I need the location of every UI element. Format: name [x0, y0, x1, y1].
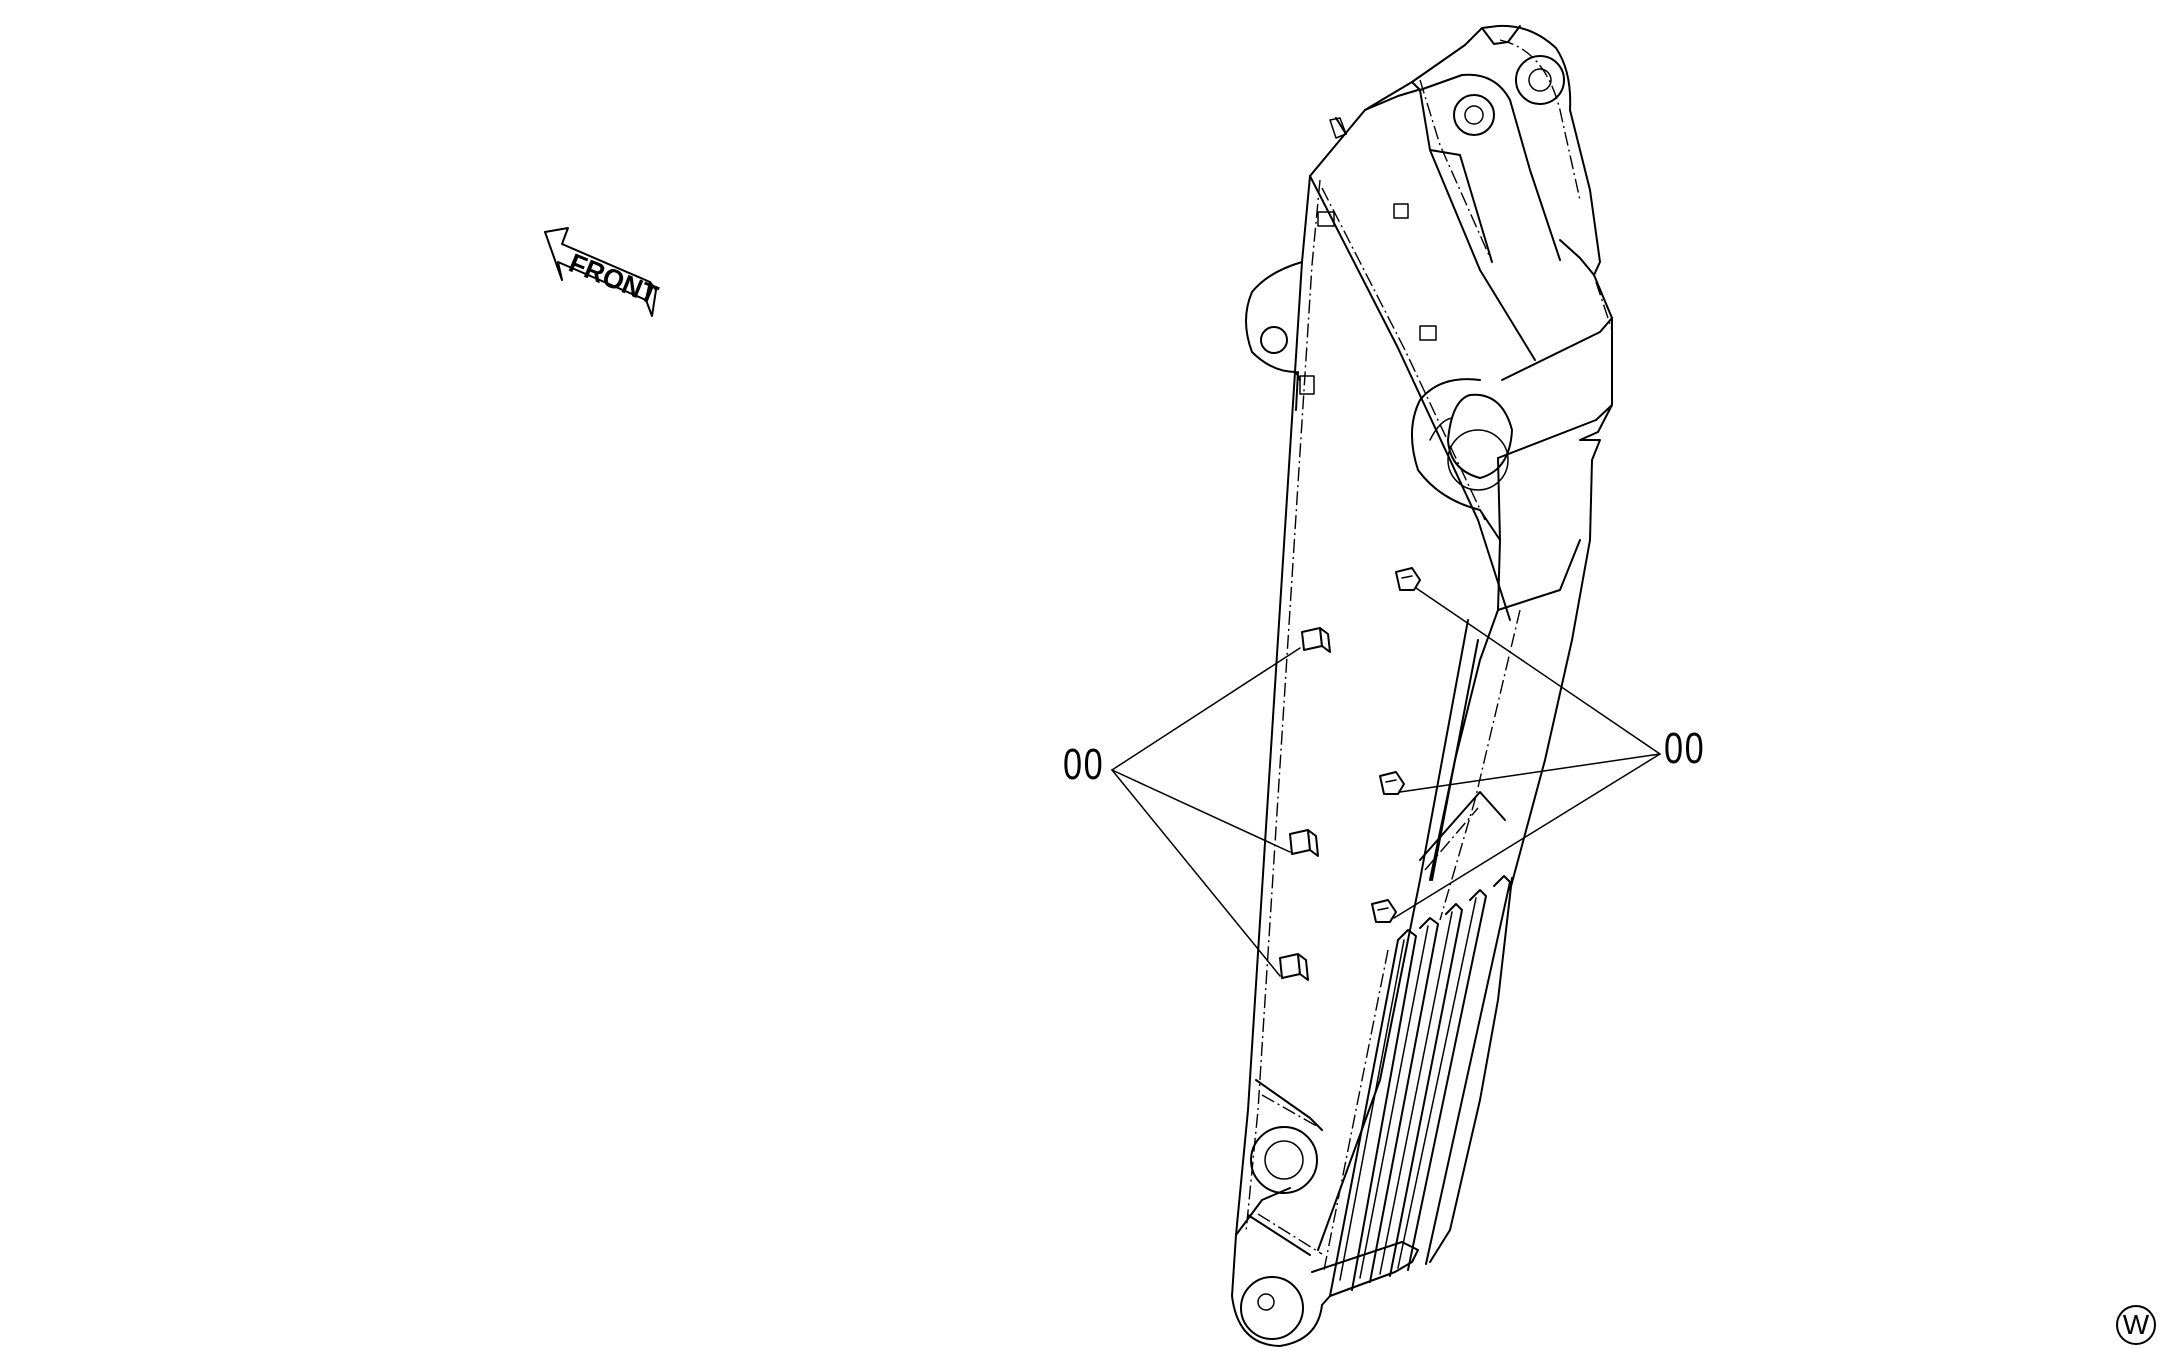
watermark-letter: W — [2122, 1309, 2150, 1340]
pad-left-1 — [1301, 627, 1331, 653]
pad-left-3 — [1279, 953, 1309, 981]
boom-body — [1231, 24, 1613, 1347]
callout-left-label: 00 — [1063, 740, 1105, 789]
pad-parts — [1279, 567, 1421, 981]
front-label: FRONT — [565, 248, 663, 311]
callout-right-label: 00 — [1664, 724, 1706, 773]
pad-right-1 — [1395, 567, 1421, 591]
pad-right-2 — [1379, 771, 1405, 795]
front-arrow-icon: FRONT — [544, 227, 663, 317]
rib-fins — [1323, 875, 1513, 1297]
pad-left-2 — [1289, 829, 1319, 857]
pad-right-3 — [1371, 899, 1397, 923]
leader-lines-left — [1111, 647, 1301, 977]
leader-lines-right — [1393, 587, 1661, 919]
watermark-badge: W — [2116, 1305, 2156, 1345]
